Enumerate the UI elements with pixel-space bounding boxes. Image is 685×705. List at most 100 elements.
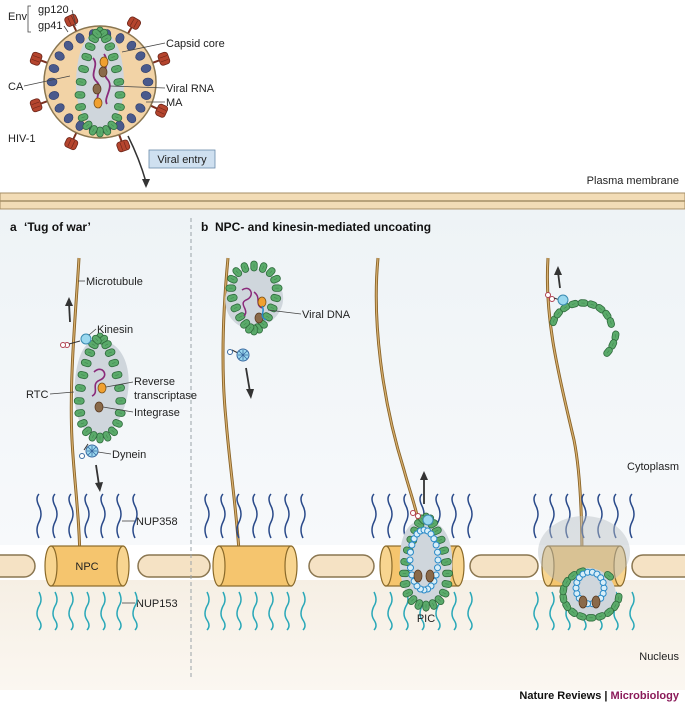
nup153-filament bbox=[36, 591, 42, 631]
kinesin-foot bbox=[60, 342, 66, 348]
capsid-hexamer bbox=[108, 358, 120, 368]
journal-separator: | bbox=[601, 690, 610, 702]
nup358-label: NUP358 bbox=[136, 516, 178, 528]
dynein-spokes bbox=[87, 446, 97, 456]
capsid-hexamer bbox=[271, 284, 283, 292]
dynein-spokes bbox=[238, 350, 248, 360]
viral-dna-label: Viral DNA bbox=[302, 309, 351, 321]
capsid-hexamer bbox=[606, 317, 615, 328]
capsid-hexamer bbox=[111, 65, 122, 74]
ca-label: CA bbox=[8, 81, 24, 93]
nup153-filament bbox=[220, 591, 226, 631]
capsid-hexamer bbox=[240, 262, 250, 273]
nup153-filament bbox=[132, 591, 138, 631]
capsid-hexamer bbox=[111, 113, 123, 122]
reverse-transcriptase-marker bbox=[97, 382, 107, 394]
env-spike bbox=[127, 16, 141, 35]
capsid-hexamer bbox=[270, 293, 282, 303]
panel-a-title: ‘Tug of war’ bbox=[24, 220, 91, 234]
pic-capsid-open bbox=[559, 567, 623, 622]
dna-bead bbox=[430, 535, 438, 543]
nup153-filament bbox=[549, 591, 555, 631]
capsid-hexamer bbox=[91, 28, 102, 39]
env-spike bbox=[150, 103, 169, 118]
cytoplasm-label: Cytoplasm bbox=[627, 461, 679, 473]
dynein-direction-arrow bbox=[245, 367, 251, 393]
integrase-leader bbox=[102, 406, 134, 413]
matrix-protein bbox=[54, 51, 65, 61]
nup153-filament bbox=[387, 591, 393, 631]
capsid-hexamer bbox=[77, 371, 89, 380]
npc-barrel bbox=[218, 545, 292, 587]
matrix-protein bbox=[135, 103, 146, 113]
nup358-filament bbox=[581, 493, 587, 539]
nup153-filament bbox=[451, 591, 457, 631]
capsid-hexamer bbox=[101, 34, 112, 44]
capsid-hexamer bbox=[399, 580, 411, 588]
panel-b-scene-3 bbox=[545, 257, 620, 561]
matrix-protein bbox=[75, 33, 85, 44]
capsid-hexamer bbox=[114, 91, 126, 99]
nup358-filament bbox=[220, 493, 226, 539]
matrix-protein bbox=[140, 91, 152, 100]
uncoating-shadow bbox=[538, 516, 630, 588]
kinesin-label: Kinesin bbox=[97, 324, 133, 336]
arrowhead-icon bbox=[65, 297, 73, 306]
arrowhead-icon bbox=[142, 179, 150, 188]
capsid-hexamer bbox=[75, 78, 87, 86]
dynein-stalk bbox=[83, 443, 89, 451]
nup153-filament bbox=[84, 591, 90, 631]
env-spikes bbox=[29, 13, 171, 153]
capsid-fragment bbox=[549, 299, 620, 357]
journal-credit: Nature Reviews | Microbiology bbox=[519, 690, 679, 702]
viral-entry-label: Viral entry bbox=[157, 154, 207, 166]
capsid-hexamer bbox=[422, 600, 430, 612]
matrix-protein bbox=[63, 40, 74, 51]
capsid-hexamer bbox=[107, 120, 118, 131]
reverse-transcriptase-leader bbox=[105, 381, 134, 388]
reverse-transcriptase-marker bbox=[93, 97, 103, 109]
nup153-filament bbox=[52, 591, 58, 631]
capsid-hexamer bbox=[104, 348, 116, 357]
matrix-protein bbox=[115, 33, 125, 44]
panel-b-scene-1 bbox=[221, 257, 284, 569]
nup153-label: NUP153 bbox=[136, 598, 178, 610]
capsid-hexamer bbox=[75, 384, 86, 392]
capsid-hexamer bbox=[553, 308, 564, 319]
capsid-hexamer bbox=[104, 42, 116, 51]
viral-dna-leader bbox=[267, 309, 302, 315]
uncoating-capsid bbox=[225, 260, 283, 336]
plasma-membrane bbox=[0, 192, 685, 210]
capsid-hexamer bbox=[75, 103, 86, 111]
kinesin-foot bbox=[549, 296, 555, 302]
matrix-protein bbox=[140, 64, 152, 73]
env-spike bbox=[29, 51, 48, 66]
capsid-hexamer bbox=[428, 599, 438, 610]
pic-docked bbox=[399, 471, 453, 612]
viral-entry-box bbox=[148, 149, 216, 169]
capsid-hexamer bbox=[107, 52, 119, 62]
pic-viral-dna bbox=[406, 526, 442, 594]
microtubule-highlight bbox=[70, 257, 81, 569]
nup153-filament bbox=[68, 591, 74, 631]
gp120-label: gp120 bbox=[38, 4, 69, 16]
capsid-hexamer bbox=[226, 293, 238, 303]
capsid-hexamer bbox=[440, 558, 452, 566]
nup153-filament bbox=[204, 591, 210, 631]
capsid-hexamer bbox=[88, 431, 98, 442]
npc-ring bbox=[541, 545, 555, 587]
nup358-filament bbox=[100, 493, 106, 539]
dynein-leader bbox=[97, 451, 112, 455]
dynein-direction-arrow bbox=[95, 464, 100, 486]
matrix-protein bbox=[126, 113, 137, 124]
integrase-marker bbox=[578, 595, 588, 609]
npc-ring bbox=[44, 545, 58, 587]
microtubule-label: Microtubule bbox=[86, 276, 143, 288]
capsid-core-label: Capsid core bbox=[166, 38, 225, 50]
env-spike bbox=[152, 51, 171, 66]
kinesin-foot bbox=[415, 513, 421, 519]
capsid-hexamer bbox=[77, 419, 88, 428]
integrase-label: Integrase bbox=[134, 407, 180, 419]
capsid-hexamer bbox=[434, 595, 445, 605]
capsid-hexamer bbox=[91, 334, 102, 345]
